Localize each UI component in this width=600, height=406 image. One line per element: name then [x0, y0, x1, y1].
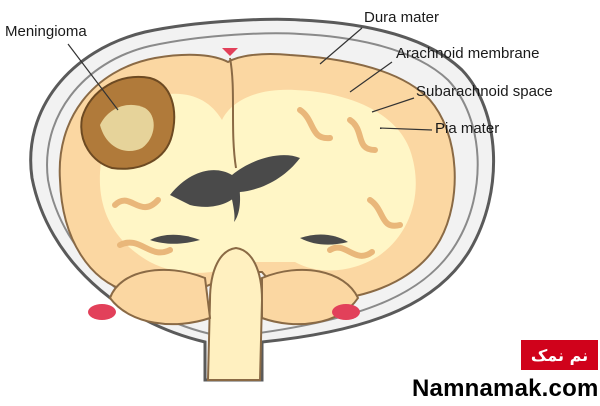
brainstem: [206, 246, 264, 381]
meningioma-core: [100, 104, 154, 152]
leader-pia-mater: [379, 127, 433, 131]
leader-arachnoid: [349, 61, 393, 93]
third-ventricle: [228, 180, 241, 222]
label-meningioma: Meningioma: [5, 23, 87, 40]
label-subarachnoid-space: Subarachnoid space: [416, 83, 553, 100]
leader-subarachnoid: [371, 97, 415, 113]
temporal-horn-left: [150, 234, 200, 244]
label-dura-mater: Dura mater: [364, 9, 439, 26]
watermark-badge: نم نمک: [521, 340, 598, 370]
transverse-sinus-right: [332, 304, 360, 320]
watermark-site: Namnamak.com: [412, 375, 599, 402]
cerebellum: [108, 268, 360, 326]
longitudinal-fissure: [229, 57, 237, 169]
leader-meningioma: [67, 43, 119, 111]
lateral-ventricle: [170, 155, 300, 207]
transverse-sinus-left: [88, 304, 116, 320]
sagittal-sinus: [222, 48, 238, 56]
leader-dura-mater: [319, 27, 363, 65]
dura-line: [46, 32, 479, 336]
label-pia-mater: Pia mater: [435, 120, 499, 137]
label-arachnoid-membrane: Arachnoid membrane: [396, 45, 539, 62]
temporal-horn-right: [300, 234, 348, 245]
